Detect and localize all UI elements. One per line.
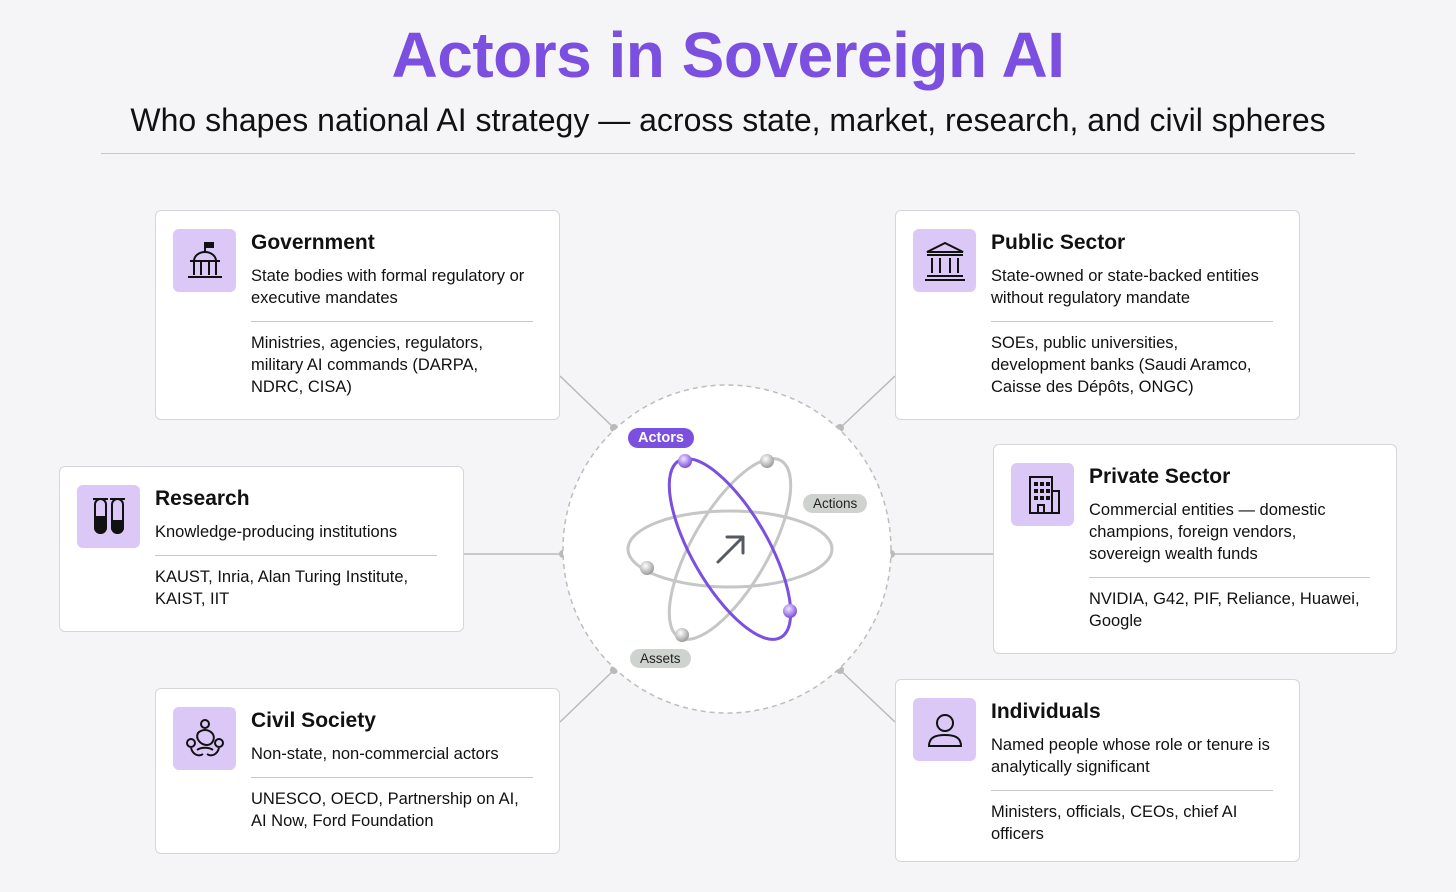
card-description: Knowledge-producing institutions	[155, 523, 398, 541]
hub-label-actors: Actors	[628, 428, 694, 448]
government-building-icon	[173, 229, 236, 292]
card-title: Government	[251, 231, 375, 254]
card-description: State-owned or state-backed entities wit…	[991, 267, 1259, 307]
card-examples: SOEs, public universities, development b…	[991, 334, 1252, 396]
card-title: Individuals	[991, 700, 1101, 723]
person-icon	[913, 698, 976, 761]
office-building-icon	[1011, 463, 1074, 526]
community-people-icon	[173, 707, 236, 770]
header-divider	[101, 153, 1355, 154]
arrow-up-right-icon	[716, 535, 745, 564]
card-civil-society: Civil Society Non-state, non-commercial …	[155, 688, 560, 854]
electron-actors	[678, 454, 692, 468]
connector-public-sector	[839, 375, 896, 429]
card-divider	[991, 321, 1273, 322]
card-title: Private Sector	[1089, 465, 1231, 488]
card-title: Research	[155, 487, 250, 510]
card-research: Research Knowledge-producing institution…	[59, 466, 464, 632]
card-examples: KAUST, Inria, Alan Turing Institute, KAI…	[155, 568, 409, 608]
connector-civil-society	[559, 669, 615, 723]
card-description: Commercial entities — domestic champions…	[1089, 501, 1326, 563]
connector-individuals	[839, 669, 896, 723]
card-examples: Ministries, agencies, regulators, milita…	[251, 334, 484, 396]
electron-grey-top	[760, 454, 774, 468]
institution-columns-icon	[913, 229, 976, 292]
card-divider	[991, 790, 1273, 791]
card-individuals: Individuals Named people whose role or t…	[895, 679, 1300, 862]
hub-label-actions: Actions	[803, 494, 868, 513]
card-title: Civil Society	[251, 709, 376, 732]
card-title: Public Sector	[991, 231, 1126, 254]
page-subtitle: Who shapes national AI strategy — across…	[130, 102, 1326, 138]
electron-grey-bottom	[675, 628, 689, 642]
card-divider	[251, 321, 533, 322]
card-description: Non-state, non-commercial actors	[251, 745, 499, 763]
page-title: Actors in Sovereign AI	[391, 19, 1066, 91]
card-examples: Ministers, officials, CEOs, chief AI off…	[991, 803, 1238, 843]
card-public-sector: Public Sector State-owned or state-backe…	[895, 210, 1300, 420]
card-divider	[1089, 577, 1370, 578]
test-tubes-icon	[77, 485, 140, 548]
card-government: Government State bodies with formal regu…	[155, 210, 560, 420]
card-private-sector: Private Sector Commercial entities — dom…	[993, 444, 1397, 654]
electron-grey-left	[640, 561, 654, 575]
card-description: State bodies with formal regulatory or e…	[251, 267, 525, 307]
hub-label-assets: Assets	[630, 649, 691, 668]
hub-circle	[562, 384, 892, 714]
card-examples: NVIDIA, G42, PIF, Reliance, Huawei, Goog…	[1089, 590, 1360, 630]
card-divider	[155, 555, 437, 556]
card-divider	[251, 777, 533, 778]
card-examples: UNESCO, OECD, Partnership on AI, AI Now,…	[251, 790, 519, 830]
electron-purple-lower	[783, 604, 797, 618]
card-description: Named people whose role or tenure is ana…	[991, 736, 1270, 776]
connector-government	[559, 375, 615, 429]
